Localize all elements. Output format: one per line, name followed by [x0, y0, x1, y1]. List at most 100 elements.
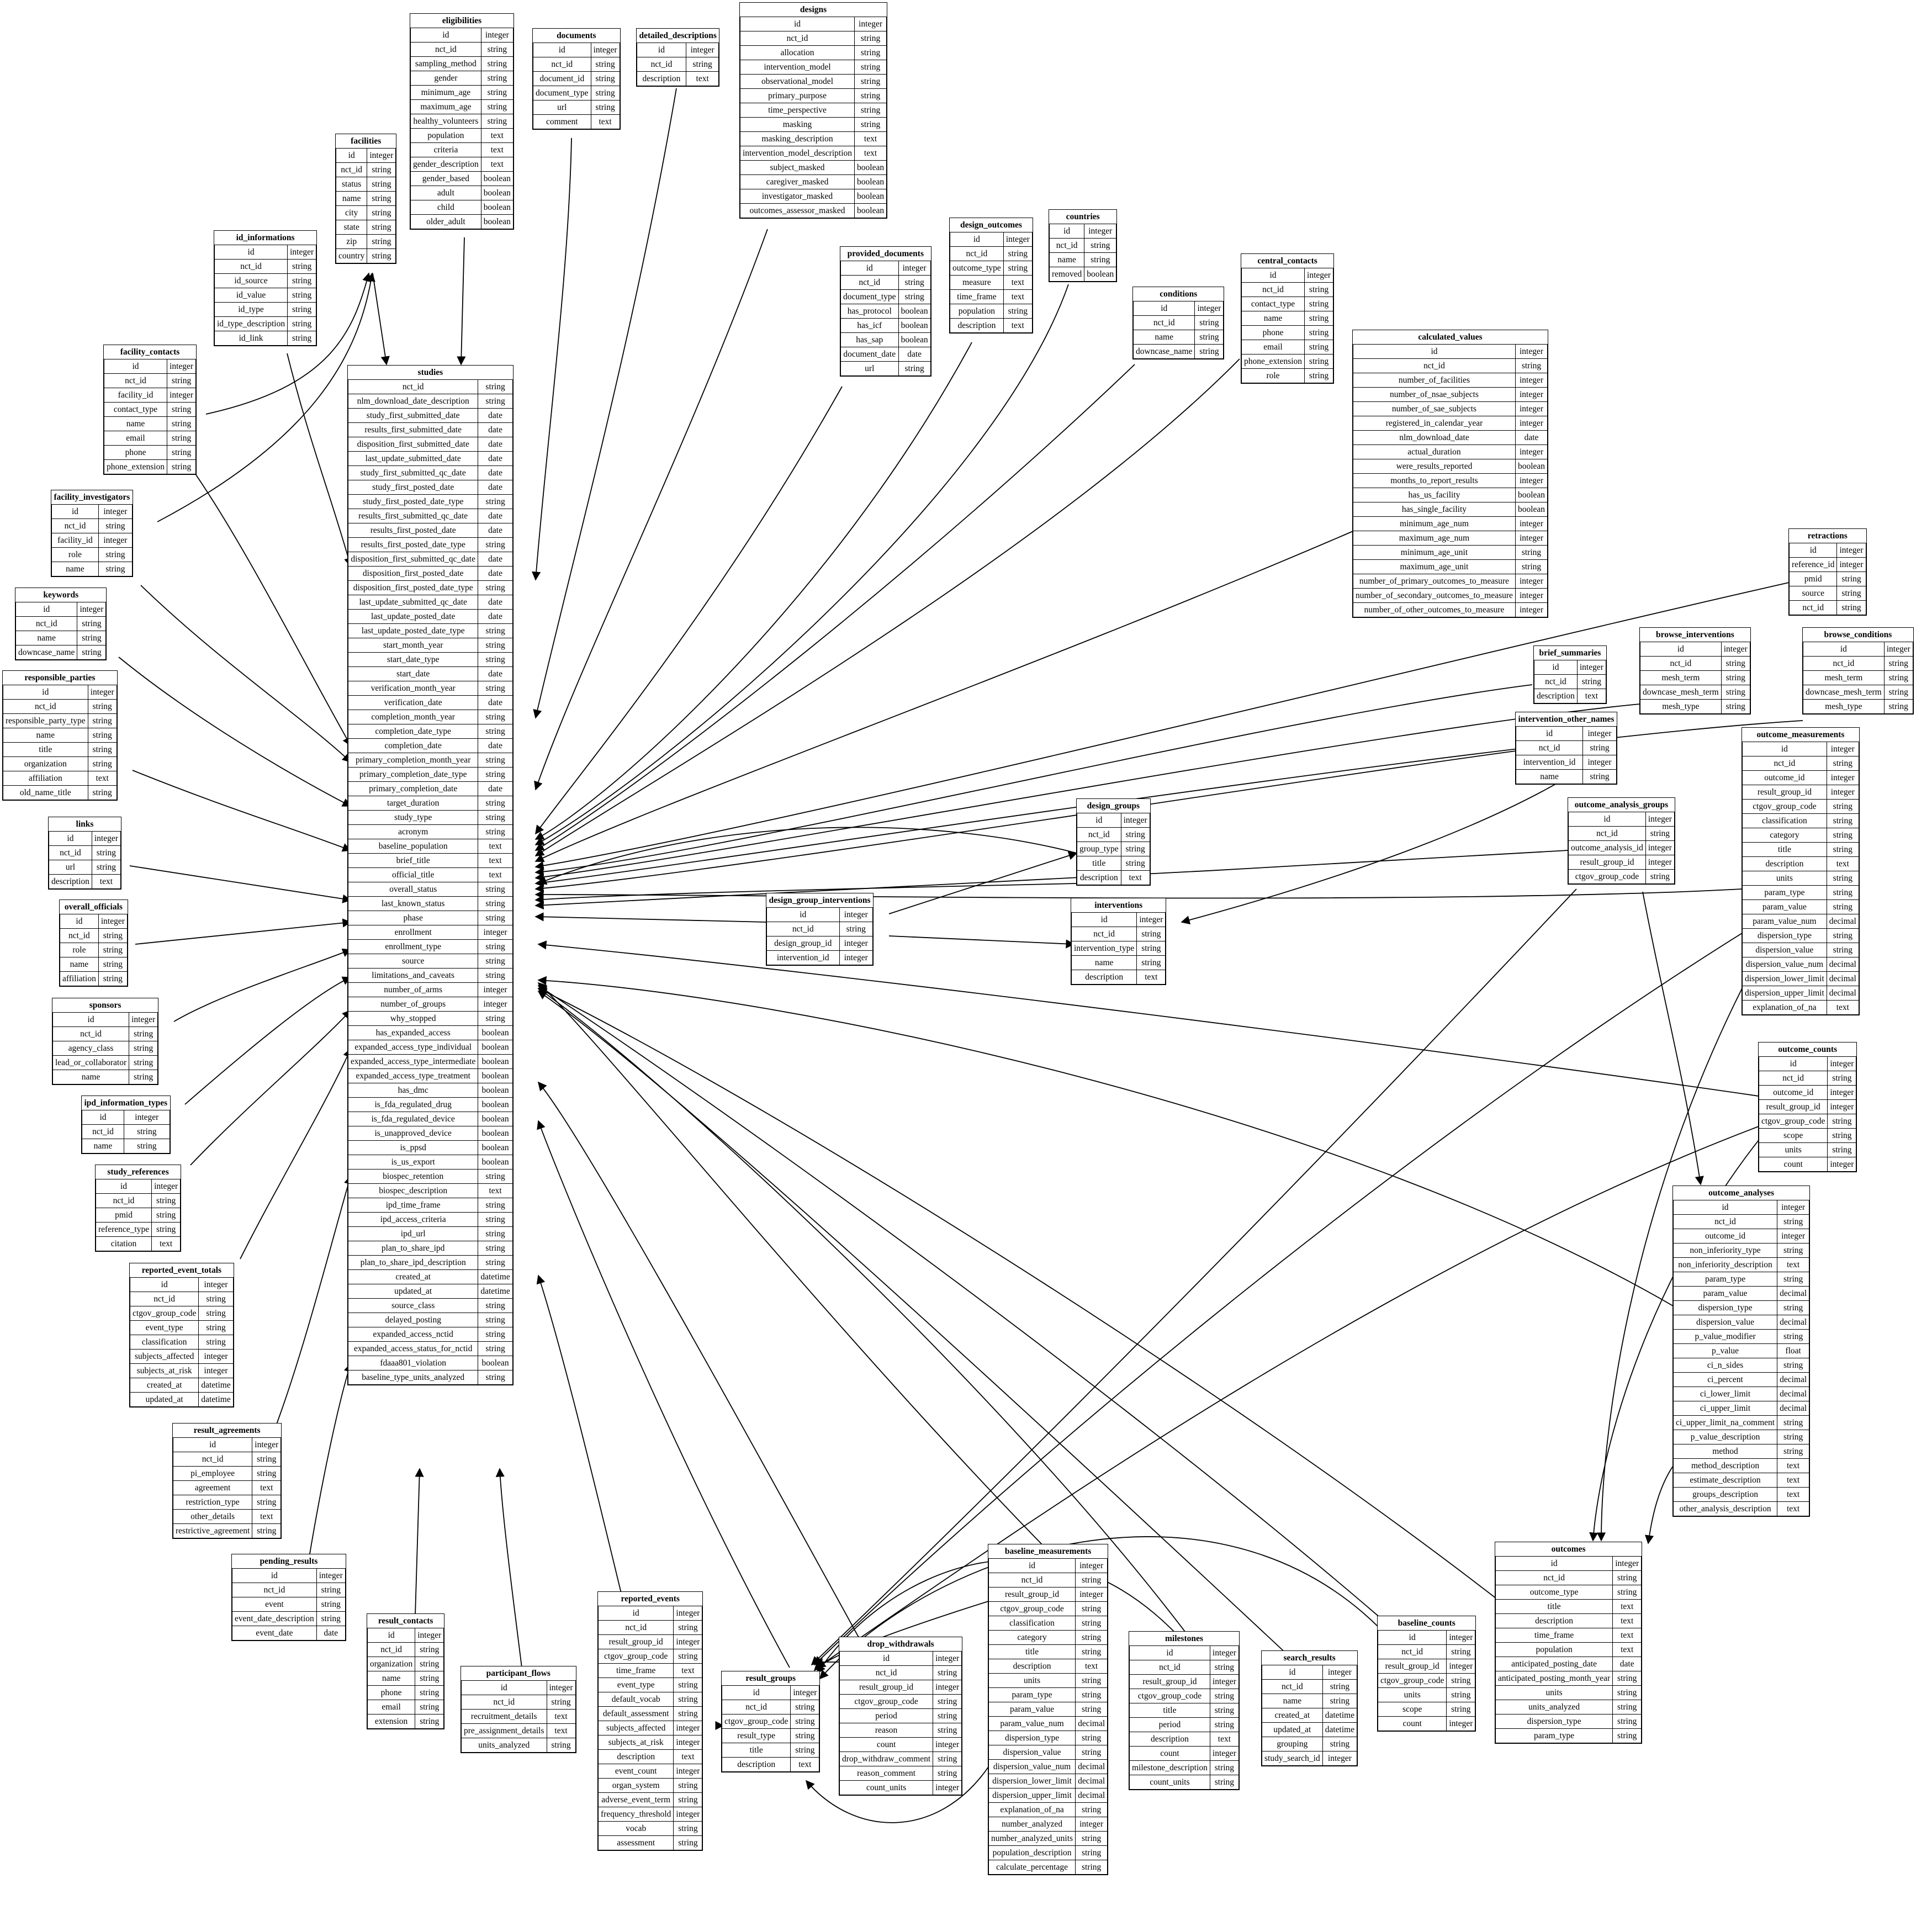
table-title: retractions: [1789, 529, 1866, 543]
column-name: dispersion_type: [1742, 928, 1827, 943]
column-type: integer: [167, 359, 197, 374]
column-type: string: [933, 1766, 962, 1781]
column-name: dispersion_value: [1742, 943, 1827, 957]
column-name: downcase_mesh_term: [1640, 685, 1722, 700]
column-type: string: [87, 728, 117, 743]
column-type: text: [252, 1480, 282, 1495]
table-title: intervention_other_names: [1516, 712, 1617, 727]
column-name: nct_id: [335, 162, 368, 177]
column-type: integer: [1084, 224, 1117, 239]
column-name: extension: [367, 1714, 416, 1729]
column-type: string: [1836, 586, 1866, 601]
column-name: agency_class: [52, 1041, 130, 1056]
column-name: name: [1515, 769, 1584, 784]
column-name: responsible_party_type: [3, 713, 88, 728]
column-type: integer: [839, 950, 874, 965]
column-type: integer: [1827, 1099, 1857, 1114]
column-name: last_update_posted_date: [347, 609, 479, 624]
column-type: string: [1582, 740, 1617, 755]
column-name: title: [1495, 1599, 1613, 1614]
column-name: nct_id: [95, 1193, 152, 1208]
column-name: outcome_type: [1495, 1585, 1613, 1600]
column-type: string: [1836, 600, 1866, 615]
column-name: units_analyzed: [1495, 1700, 1613, 1714]
column-name: nct_id: [52, 1026, 130, 1041]
column-type: string: [1120, 856, 1150, 871]
column-type: string: [478, 537, 513, 552]
table-title: browse_conditions: [1803, 628, 1913, 642]
column-type: date: [478, 781, 513, 796]
column-type: string: [673, 1821, 703, 1836]
column-name: outcome_type: [950, 261, 1004, 276]
column-type: text: [673, 1749, 703, 1764]
column-name: name: [1262, 1694, 1323, 1708]
column-name: measure: [950, 275, 1004, 290]
column-type: integer: [98, 504, 133, 519]
column-name: other_details: [172, 1509, 253, 1524]
column-type: text: [590, 114, 620, 129]
column-type: integer: [98, 914, 128, 929]
column-name: nct_id: [347, 379, 479, 394]
column-type: datetime: [198, 1392, 234, 1407]
column-name: verification_date: [347, 695, 479, 710]
column-name: has_us_facility: [1353, 488, 1516, 502]
column-name: param_value_num: [1742, 914, 1827, 929]
column-name: non_inferiority_type: [1672, 1243, 1778, 1258]
column-type: integer: [1645, 840, 1675, 855]
column-name: group_type: [1077, 842, 1121, 856]
column-name: number_of_primary_outcomes_to_measure: [1353, 574, 1516, 589]
column-type: string: [167, 402, 197, 417]
edge-links-studies: [129, 865, 352, 903]
column-type: string: [790, 1700, 820, 1714]
column-name: last_update_posted_date_type: [347, 623, 479, 638]
column-name: nct_id: [1742, 756, 1827, 771]
column-type: boolean: [854, 160, 887, 175]
column-type: string: [1322, 1694, 1358, 1708]
column-name: p_value: [1672, 1343, 1778, 1358]
column-type: datetime: [198, 1378, 234, 1393]
column-type: integer: [316, 1568, 346, 1583]
table-title: conditions: [1133, 287, 1224, 301]
table-title: facility_investigators: [51, 490, 133, 505]
column-name: study_first_posted_date_type: [347, 494, 479, 509]
edge-countries-studies: [534, 284, 1069, 845]
column-name: url: [49, 860, 92, 875]
column-type: string: [1136, 955, 1166, 970]
column-type: string: [1777, 1243, 1810, 1258]
column-type: string: [673, 1778, 703, 1793]
column-type: string: [478, 753, 513, 768]
column-type: integer: [673, 1606, 703, 1621]
column-name: updated_at: [1262, 1722, 1323, 1737]
column-name: contact_type: [103, 402, 168, 417]
column-type: string: [77, 631, 107, 645]
column-type: string: [98, 943, 128, 957]
column-type: text: [854, 131, 887, 146]
column-type: decimal: [1777, 1387, 1810, 1401]
